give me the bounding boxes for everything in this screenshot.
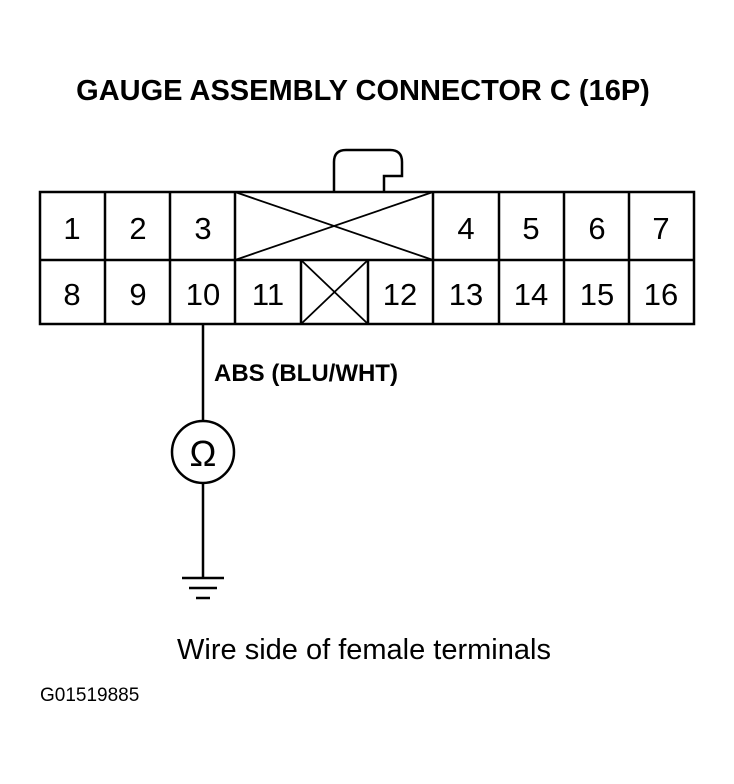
- pin-6: 6: [588, 211, 605, 246]
- figure-id: G01519885: [40, 685, 139, 706]
- connector-body: [38, 148, 696, 326]
- pins-bottom-row: 8 9 10 11 12 13 14 15 16: [63, 277, 678, 312]
- pin-16: 16: [644, 277, 678, 312]
- ohm-symbol: Ω: [190, 433, 217, 474]
- pin-9: 9: [129, 277, 146, 312]
- pin-11: 11: [252, 277, 284, 312]
- pin-15: 15: [580, 277, 614, 312]
- ground-icon: [182, 576, 224, 600]
- connector-lock-tab: [332, 148, 404, 192]
- pin-3: 3: [194, 211, 211, 246]
- pin-2: 2: [129, 211, 146, 246]
- empty-cavity-bottom: [300, 259, 369, 325]
- pin-1: 1: [63, 211, 80, 246]
- pin-5: 5: [522, 211, 539, 246]
- wire-label: ABS (BLU/WHT): [214, 360, 398, 387]
- pin-8: 8: [63, 277, 80, 312]
- pin-7: 7: [652, 211, 669, 246]
- pin-14: 14: [514, 277, 548, 312]
- pins-top-row: 1 2 3 4 5 6 7: [63, 211, 669, 246]
- pin-13: 13: [449, 277, 483, 312]
- diagram-title: GAUGE ASSEMBLY CONNECTOR C (16P): [76, 75, 650, 107]
- pin-12: 12: [383, 277, 417, 312]
- ohmmeter-icon: Ω: [170, 419, 236, 485]
- diagram-caption: Wire side of female terminals: [177, 634, 551, 666]
- empty-cavity-top: [234, 191, 434, 261]
- pin-10: 10: [186, 277, 220, 312]
- pin-4: 4: [457, 211, 474, 246]
